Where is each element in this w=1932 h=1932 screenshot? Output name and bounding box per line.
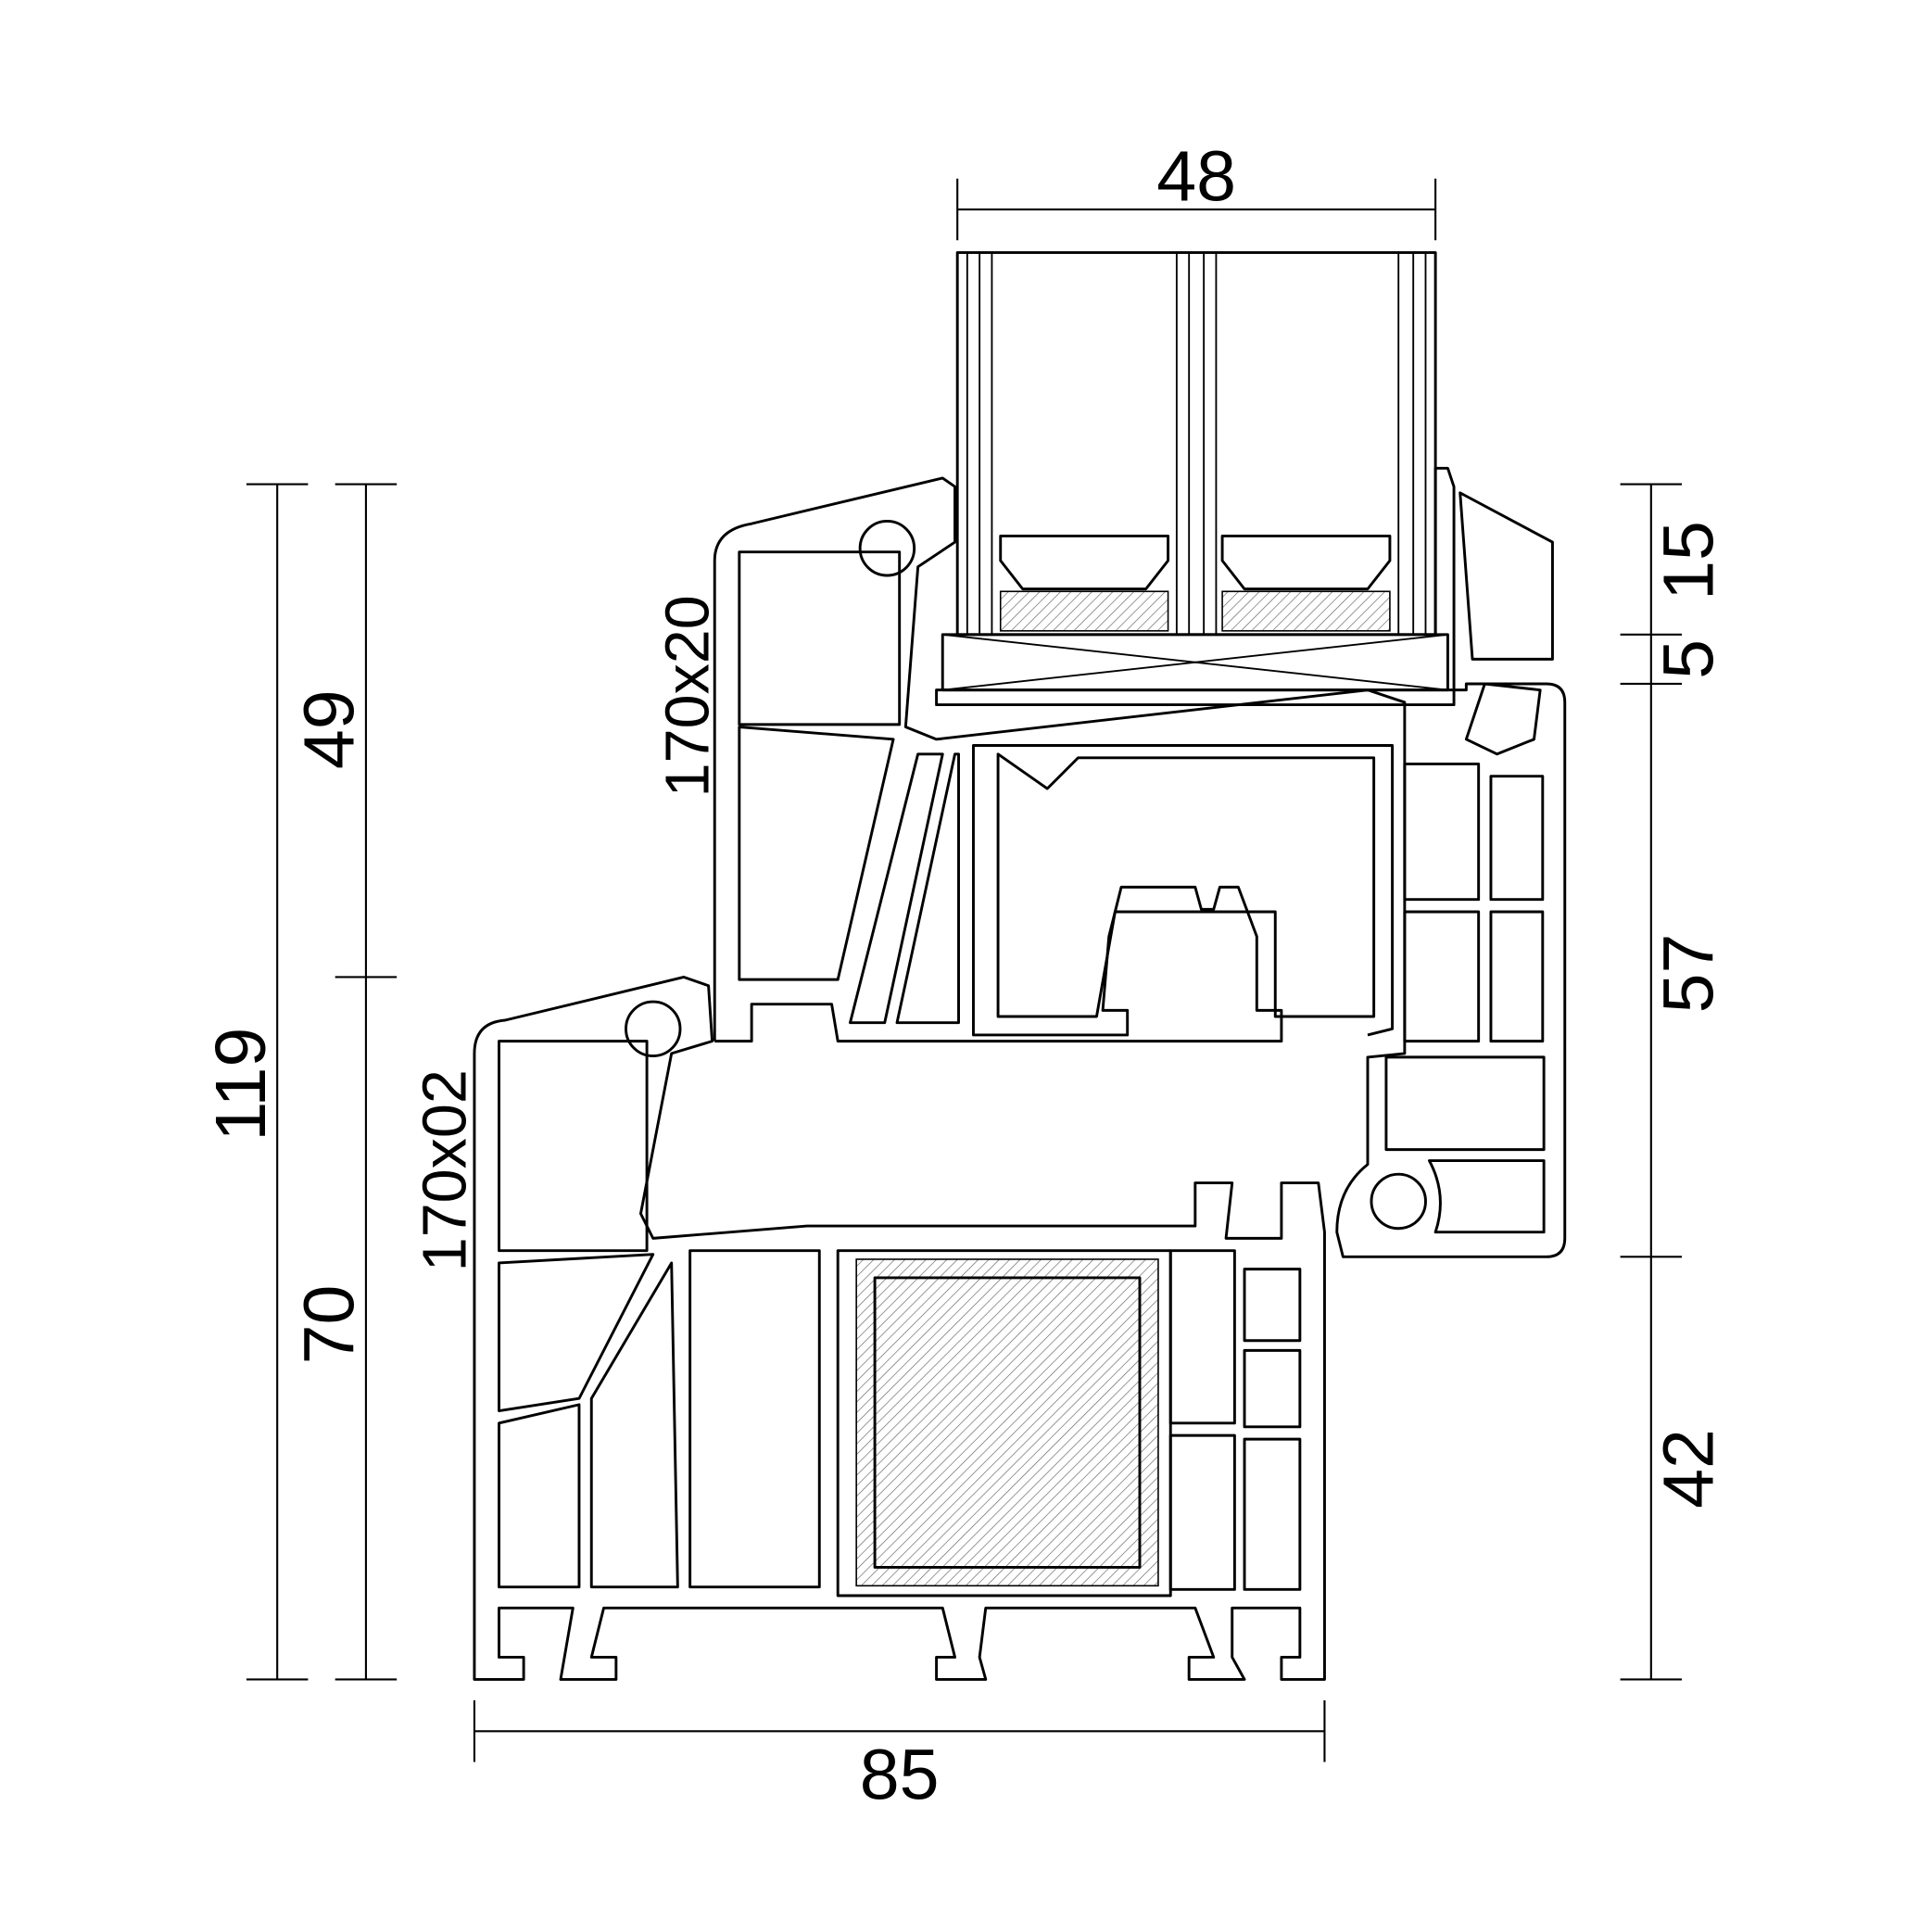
sash-profile bbox=[713, 466, 1567, 1258]
spacer-left bbox=[999, 534, 1170, 591]
dim-right-sash: 57 bbox=[1648, 934, 1728, 1014]
dimension-lines bbox=[246, 178, 1683, 1762]
dim-glass-width: 48 bbox=[1156, 137, 1236, 217]
frame-profile bbox=[473, 976, 1326, 1681]
dim-sash-height: 49 bbox=[290, 689, 370, 769]
sash-profile-label: 170x20 bbox=[654, 595, 723, 797]
spacer-right bbox=[1220, 534, 1392, 591]
frame-profile-label: 170x02 bbox=[411, 1069, 480, 1271]
dim-frame-height: 70 bbox=[290, 1285, 370, 1365]
dim-right-frame: 42 bbox=[1648, 1429, 1728, 1509]
dim-right-gap: 5 bbox=[1648, 639, 1728, 679]
dim-total-height: 119 bbox=[201, 1028, 281, 1142]
glazing-unit bbox=[935, 251, 1456, 707]
dim-frame-depth: 85 bbox=[860, 1735, 940, 1814]
dim-right-top: 15 bbox=[1648, 521, 1728, 600]
